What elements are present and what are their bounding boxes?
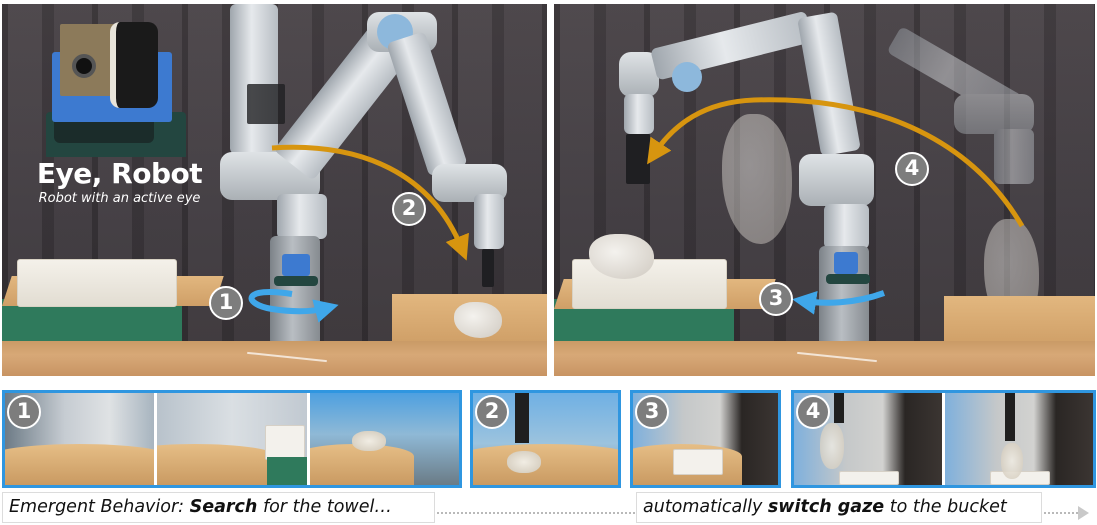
eye-view-thumbnail: 1 bbox=[5, 393, 155, 485]
caption-gaze-prefix: automatically bbox=[643, 497, 768, 517]
robot-gripper bbox=[482, 249, 494, 287]
active-eye-base bbox=[274, 276, 318, 286]
gaze-motion-arrow-1 bbox=[248, 289, 339, 323]
active-eye-camera bbox=[834, 252, 858, 274]
caption-gaze-suffix: to the bucket bbox=[884, 497, 1007, 517]
timeline-dotted-line bbox=[437, 512, 635, 514]
robot-arm-segment bbox=[277, 194, 327, 239]
thumbnail-gripper bbox=[1005, 393, 1015, 441]
caption-gaze-emphasis: switch gaze bbox=[767, 497, 885, 517]
caption-search-prefix: Emergent Behavior: bbox=[9, 497, 190, 517]
frame-badge-2: 2 bbox=[475, 395, 509, 429]
thumbnail-towel bbox=[1001, 443, 1023, 479]
thumbnail-towel bbox=[351, 431, 386, 451]
towel-ghost bbox=[722, 114, 792, 244]
arm-motion-arrow-4 bbox=[647, 97, 1025, 228]
eye-device-motor bbox=[110, 22, 158, 108]
thumbnail-table-base bbox=[266, 457, 307, 485]
caption-search-emphasis: Search bbox=[189, 497, 258, 517]
thumbnail-bucket bbox=[839, 471, 899, 485]
thumbnail-desk bbox=[473, 443, 618, 485]
robot-arm-segment bbox=[230, 4, 278, 154]
thumbnail-gripper bbox=[515, 393, 529, 443]
robot-wrist bbox=[474, 194, 504, 249]
robot-gripper bbox=[626, 134, 650, 184]
robot-arm-segment bbox=[824, 204, 869, 249]
bucket bbox=[17, 259, 177, 307]
eye-view-thumbnail: 2 bbox=[473, 393, 618, 485]
step-badge-1: 1 bbox=[209, 286, 243, 320]
frame-strip-4: 4 bbox=[791, 390, 1096, 488]
thumbnail-desk bbox=[5, 443, 155, 485]
robot-wrist-ghost bbox=[994, 129, 1034, 184]
robot-joint-ghost bbox=[954, 94, 1034, 134]
active-eye-base bbox=[826, 274, 870, 284]
active-eye-camera bbox=[282, 254, 310, 276]
step-badge-4: 4 bbox=[895, 152, 929, 186]
frame-badge-3: 3 bbox=[635, 395, 669, 429]
towel bbox=[454, 302, 502, 338]
foreground-table bbox=[2, 341, 547, 376]
eye-view-thumbnail bbox=[309, 393, 459, 485]
frame-strip-1: 1 bbox=[2, 390, 462, 488]
thumbnail-bucket bbox=[673, 449, 723, 475]
foreground-table bbox=[554, 341, 1095, 376]
frame-badge-1: 1 bbox=[7, 395, 41, 429]
arm-motion-arrow-2 bbox=[271, 144, 469, 261]
eye-view-thumbnail bbox=[157, 393, 307, 485]
frame-strip-3: 3 bbox=[630, 390, 781, 488]
camera-lens-icon bbox=[72, 54, 96, 78]
thumbnail-bucket bbox=[265, 425, 306, 460]
thumbnail-towel bbox=[820, 423, 844, 469]
timeline-dotted-line-end bbox=[1044, 512, 1078, 514]
caption-search-suffix: for the towel… bbox=[257, 497, 392, 517]
robot-joint-cap bbox=[672, 62, 702, 92]
caption-search: Emergent Behavior: Search for the towel… bbox=[2, 492, 435, 523]
figure-title-block: Eye, Robot Robot with an active eye bbox=[12, 158, 227, 207]
eye-device-inset bbox=[42, 12, 187, 157]
caption-switch-gaze: automatically switch gaze to the bucket bbox=[636, 492, 1042, 523]
robot-gripper-ghost bbox=[247, 84, 285, 124]
step-badge-2: 2 bbox=[392, 192, 426, 226]
robot-wrist bbox=[624, 94, 654, 134]
right-arrows bbox=[647, 97, 1025, 315]
gaze-motion-arrow-3 bbox=[792, 290, 886, 315]
left-arrows bbox=[248, 144, 469, 323]
left-scene-photo: Eye, Robot Robot with an active eye 1 2 bbox=[2, 4, 547, 376]
robot-arm-joint bbox=[799, 154, 874, 206]
eye-view-thumbnail bbox=[945, 393, 1093, 485]
figure-title: Eye, Robot bbox=[36, 157, 203, 190]
eye-view-thumbnail: 4 bbox=[794, 393, 942, 485]
frame-badge-4: 4 bbox=[796, 395, 830, 429]
right-scene-photo: 3 4 bbox=[554, 4, 1095, 376]
thumbnail-towel bbox=[507, 451, 541, 473]
timeline-arrowhead-icon bbox=[1078, 506, 1089, 520]
step-badge-3: 3 bbox=[759, 282, 793, 316]
thumbnail-gripper bbox=[834, 393, 844, 423]
thumbnail-desk bbox=[157, 443, 277, 485]
side-table-right bbox=[944, 296, 1095, 346]
towel-in-bucket bbox=[589, 234, 654, 279]
frame-strip-2: 2 bbox=[470, 390, 621, 488]
eye-view-thumbnail: 3 bbox=[633, 393, 778, 485]
figure-subtitle: Robot with an active eye bbox=[38, 191, 201, 206]
